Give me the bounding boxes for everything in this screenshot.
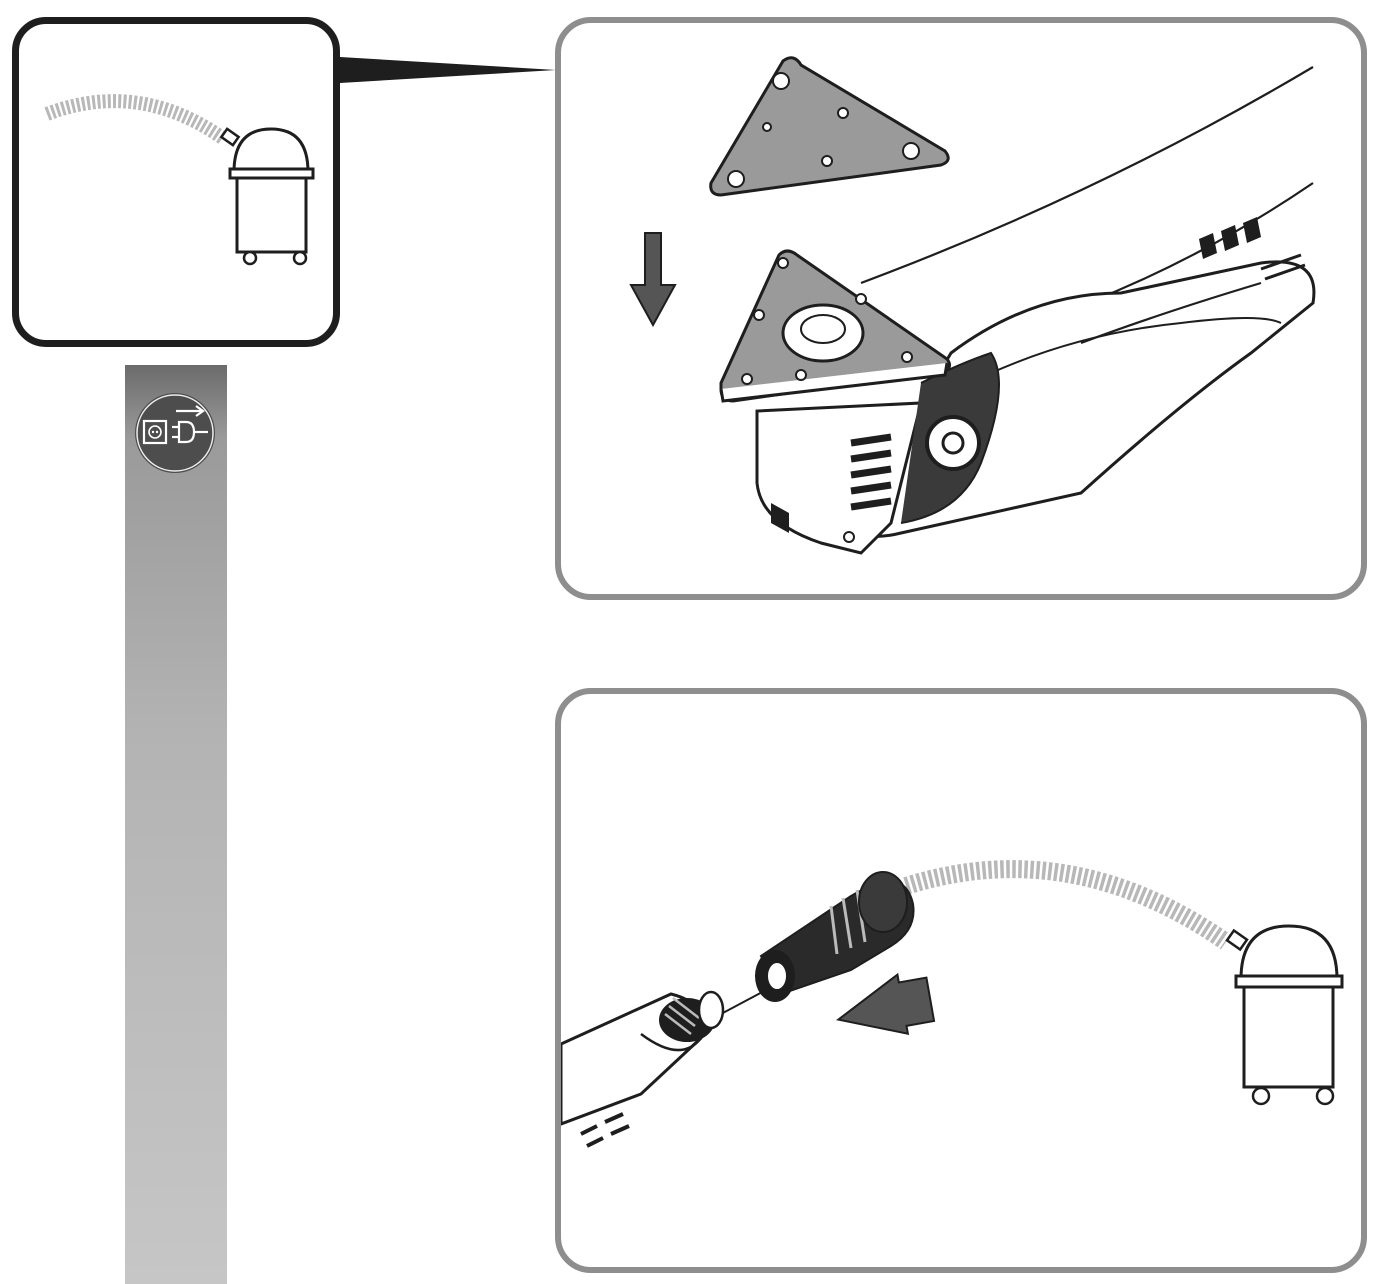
connect-dust-extraction-icon: [561, 860, 1344, 1148]
inset-panel: [12, 17, 340, 347]
step-connect-dust-extraction: [555, 688, 1367, 1273]
attach-sanding-pad-icon: [629, 56, 1316, 555]
vacuum-with-hose-icon: [44, 94, 315, 266]
side-bar: [125, 365, 227, 1284]
callout-connector: [340, 55, 556, 85]
step-attach-sanding-pad: [555, 17, 1367, 600]
unplug-power-icon: [134, 392, 216, 474]
